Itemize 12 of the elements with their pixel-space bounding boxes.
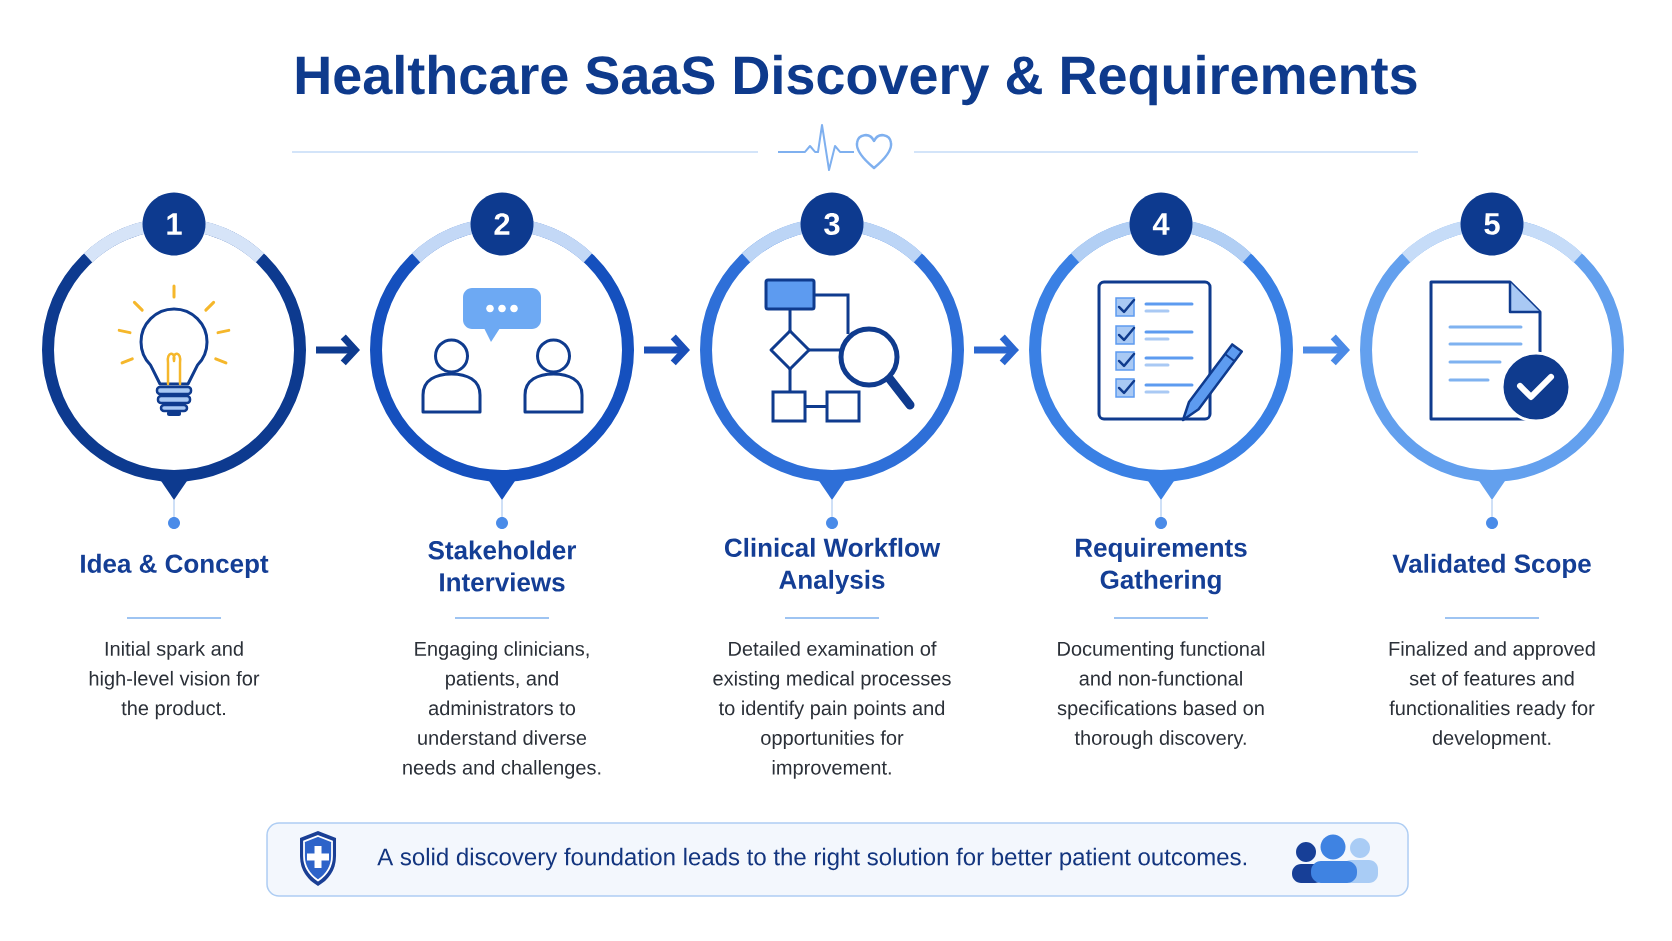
title: Healthcare SaaS Discovery & Requirements xyxy=(296,54,1417,106)
step-title: Validated Scope xyxy=(1392,553,1591,579)
step-title: Clinical Workflow Analysis xyxy=(724,537,941,595)
step-description: Finalized and approved set of features and functionalities ready for development. xyxy=(1389,641,1595,749)
step-description: Detailed examination of existing medical processes to identify pain points and opportunities for improvement. xyxy=(713,641,951,779)
step-description: Engaging clinicians, patients, and administrators to understand diverse needs and challenges. xyxy=(403,641,601,779)
step-title: Requirements Gathering xyxy=(1076,537,1247,595)
step-title: Idea & Concept xyxy=(81,553,269,579)
step-title: Stakeholder Interviews xyxy=(428,540,577,592)
banner: A solid discovery foundation leads to the right solution for better patient outcomes. xyxy=(266,822,1409,897)
step-description: Initial spark and high-level vision for the product. xyxy=(89,641,260,720)
step-description: Documenting functional and non-functional specifications based on thorough discovery. xyxy=(1057,641,1265,749)
